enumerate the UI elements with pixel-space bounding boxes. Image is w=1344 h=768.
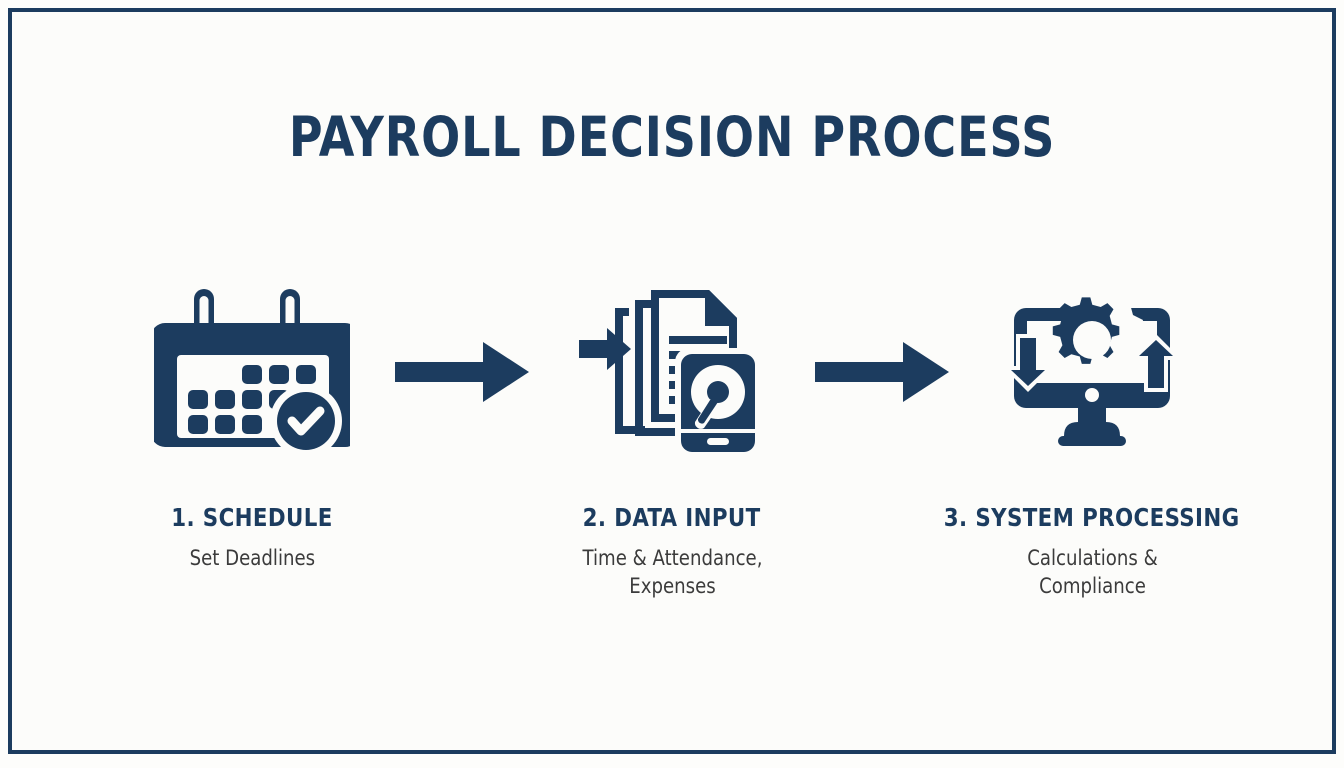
- process-step-schedule[interactable]: 1. SCHEDULE Set Deadlines: [117, 284, 387, 573]
- step-subtitle: Calculations & Compliance: [1026, 546, 1158, 598]
- process-step-data-input[interactable]: 2. DATA INPUT Time & Attendance, Expense…: [537, 284, 807, 600]
- step-icon-container: [154, 284, 350, 459]
- step-icon-container: [579, 284, 765, 459]
- step-subtitle: Set Deadlines: [189, 546, 315, 570]
- documents-mobile-data-icon: [579, 286, 765, 458]
- right-arrow-icon: [395, 341, 529, 402]
- step-title: 3. SYSTEM PROCESSING: [944, 503, 1240, 532]
- process-flow: 1. SCHEDULE Set Deadlines: [12, 284, 1332, 600]
- slide-frame: PAYROLL DECISION PROCESS: [8, 8, 1336, 754]
- flow-connector-1: [387, 284, 537, 459]
- process-step-system-processing[interactable]: 3. SYSTEM PROCESSING Calculations & Comp…: [944, 284, 1240, 600]
- step-icon-container: [996, 284, 1188, 459]
- calendar-check-icon: [154, 287, 350, 457]
- step-title: 2. DATA INPUT: [583, 503, 761, 532]
- step-title: 1. SCHEDULE: [171, 503, 333, 532]
- flow-connector-2: [807, 284, 957, 459]
- monitor-gear-cycle-icon: [996, 295, 1188, 448]
- right-arrow-icon: [815, 341, 949, 402]
- step-subtitle: Time & Attendance, Expenses: [582, 546, 762, 598]
- page-title: PAYROLL DECISION PROCESS: [288, 105, 1056, 169]
